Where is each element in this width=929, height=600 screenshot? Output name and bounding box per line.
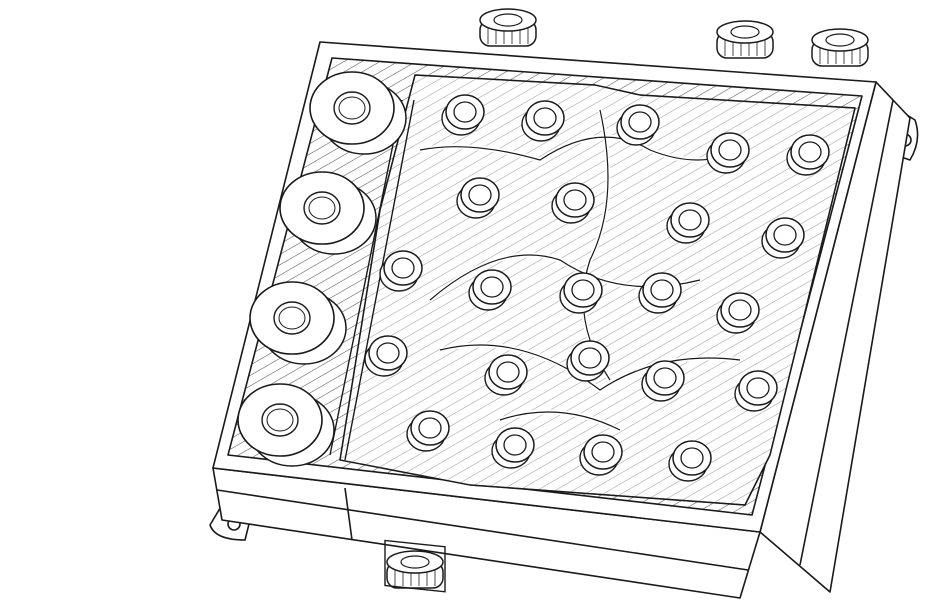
resonator [706, 132, 750, 174]
resonator [491, 427, 535, 469]
connector-flange [384, 539, 446, 593]
connector [811, 28, 869, 67]
resonator [761, 217, 805, 259]
resonator [379, 250, 423, 292]
mounting-flange-left [209, 504, 251, 541]
resonator [579, 434, 623, 476]
resonator [456, 177, 500, 219]
connector [386, 550, 444, 589]
tuning-disc [237, 383, 335, 467]
connector [716, 20, 774, 59]
connector [479, 8, 537, 47]
tuning-disc [309, 71, 407, 155]
resonator [559, 272, 603, 314]
resonator [468, 269, 512, 311]
resonator [734, 370, 778, 412]
resonator [521, 100, 565, 142]
connector-group [384, 8, 869, 593]
tuning-disc [249, 281, 347, 365]
resonator [484, 354, 528, 396]
tuning-disc-group [237, 71, 407, 467]
resonator [666, 202, 710, 244]
resonator [786, 134, 830, 176]
resonator [716, 292, 760, 334]
resonator [551, 182, 595, 224]
resonator [406, 410, 450, 452]
resonator [441, 94, 485, 136]
tuning-disc [279, 171, 377, 255]
resonator [616, 104, 660, 146]
resonator [364, 335, 408, 377]
resonator [641, 360, 685, 402]
resonator [566, 340, 610, 382]
resonator [638, 272, 682, 314]
resonator [668, 440, 712, 482]
resonator-group [364, 94, 830, 482]
